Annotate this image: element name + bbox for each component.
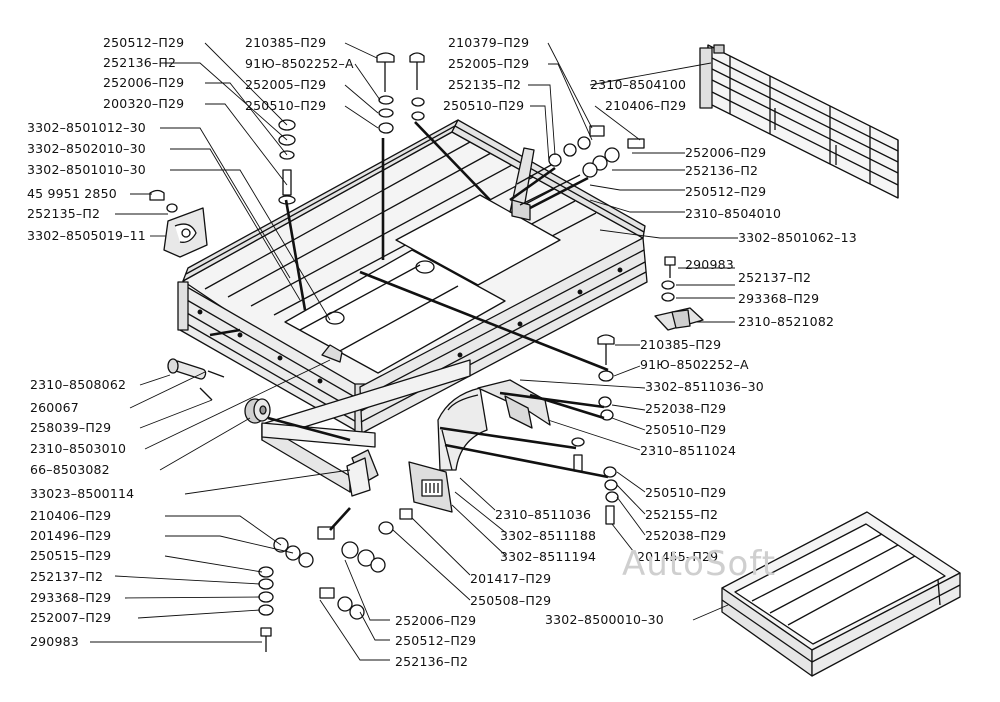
- part-label-2310-8504100: 2310–8504100: [590, 77, 687, 92]
- part-label-252005-p29-b: 252005–П29: [448, 56, 530, 71]
- part-label-2310-8508062: 2310–8508062: [30, 377, 127, 392]
- part-label-210406-p29: 210406–П29: [605, 98, 687, 113]
- part-label-3302-8501062-13: 3302–8501062–13: [738, 230, 857, 245]
- part-label-210385-p29-top: 210385–П29: [245, 35, 327, 50]
- part-label-258039-p29: 258039–П29: [30, 420, 112, 435]
- hinge-plate: [654, 307, 704, 331]
- part-label-3302-8501012-30: 3302–8501012–30: [27, 120, 146, 135]
- cargo-platform: [177, 119, 648, 493]
- part-label-252135-p2: 252135–П2: [27, 206, 101, 221]
- tailgate-panel: [699, 44, 899, 199]
- part-label-200320-p29: 200320–П29: [103, 96, 185, 111]
- part-label-250512-p29-r: 250512–П29: [685, 184, 767, 199]
- part-label-3302-8511036-30: 3302–8511036–30: [645, 379, 764, 394]
- bumper-pad: [244, 398, 271, 424]
- part-label-250510-p29-n: 250510–П29: [645, 485, 727, 500]
- part-label-252136-p2: 252136–П2: [103, 55, 177, 70]
- part-label-252005-p29: 252005–П29: [245, 77, 327, 92]
- part-label-3302-8501010-30: 3302–8501010–30: [27, 162, 146, 177]
- part-label-252155-p2: 252155–П2: [645, 507, 719, 522]
- part-label-201455-p29: 201455–П29: [637, 549, 719, 564]
- part-label-250508-p29: 250508–П29: [470, 593, 552, 608]
- hinge-pin: [167, 358, 225, 401]
- part-label-45-9951-2850: 45 9951 2850: [27, 186, 117, 201]
- part-label-252135-p2-b: 252135–П2: [448, 77, 522, 92]
- part-label-3302-8511188: 3302–8511188: [500, 528, 597, 543]
- platform-assembly-view: [721, 511, 961, 677]
- crossbeam: [261, 422, 379, 497]
- part-label-2310-8521082: 2310–8521082: [738, 314, 835, 329]
- part-label-2310-8511036: 2310–8511036: [495, 507, 592, 522]
- part-label-2310-8504010: 2310–8504010: [685, 206, 782, 221]
- part-label-293368-p29-r: 293368–П29: [738, 291, 820, 306]
- part-label-210406-p29-low: 210406–П29: [30, 508, 112, 523]
- part-label-293368-p29-low: 293368–П29: [30, 590, 112, 605]
- watermark: AutoSoft: [622, 544, 777, 584]
- part-label-252136-p2-low: 252136–П2: [395, 654, 469, 669]
- part-label-3302-8502010-30: 3302–8502010–30: [27, 141, 146, 156]
- part-label-290983-r: 290983: [685, 257, 734, 272]
- part-label-250510-p29-m: 250510–П29: [645, 422, 727, 437]
- part-label-3302-8511194: 3302–8511194: [500, 549, 597, 564]
- part-label-250510-p29-b: 250510–П29: [443, 98, 525, 113]
- part-label-252007-p29: 252007–П29: [30, 610, 112, 625]
- part-label-252038-p29: 252038–П29: [645, 401, 727, 416]
- bolts-and-nuts: [149, 52, 676, 652]
- part-label-250510-p29-top: 250510–П29: [245, 98, 327, 113]
- part-label-252136-p2-r: 252136–П2: [685, 163, 759, 178]
- part-label-210379-p29: 210379–П29: [448, 35, 530, 50]
- part-label-260067: 260067: [30, 400, 79, 415]
- part-label-201496-p29: 201496–П29: [30, 528, 112, 543]
- part-label-210385-p29-low: 210385–П29: [640, 337, 722, 352]
- leader-lines: [90, 42, 738, 661]
- tow-hook-bracket: [163, 207, 208, 258]
- part-label-33023-8500114: 33023–8500114: [30, 486, 135, 501]
- part-label-252006-p29: 252006–П29: [103, 75, 185, 90]
- part-label-3302-8505019-11: 3302–8505019–11: [27, 228, 146, 243]
- part-label-252038-p29-b: 252038–П29: [645, 528, 727, 543]
- part-label-250515-p29: 250515–П29: [30, 548, 112, 563]
- part-label-250512-p29-low: 250512–П29: [395, 633, 477, 648]
- part-label-2310-8511024: 2310–8511024: [640, 443, 737, 458]
- part-label-3302-8500010-30: 3302–8500010–30: [545, 612, 664, 627]
- part-label-2310-8503010: 2310–8503010: [30, 441, 127, 456]
- mudguard: [408, 379, 551, 513]
- part-label-91u-8502252-a-low: 91Ю–8502252–А: [640, 357, 749, 372]
- part-label-252006-p29-r: 252006–П29: [685, 145, 767, 160]
- part-label-66-8503082: 66–8503082: [30, 462, 110, 477]
- part-label-250512-p29: 250512–П29: [103, 35, 185, 50]
- part-label-290983-low: 290983: [30, 634, 79, 649]
- part-label-91u-8502252-a-top: 91Ю–8502252–А: [245, 56, 354, 71]
- part-label-252137-p2-r: 252137–П2: [738, 270, 812, 285]
- assembly-lines: [209, 121, 609, 531]
- part-label-201417-p29: 201417–П29: [470, 571, 552, 586]
- part-label-252137-p2-low: 252137–П2: [30, 569, 104, 584]
- part-label-252006-p29-low: 252006–П29: [395, 613, 477, 628]
